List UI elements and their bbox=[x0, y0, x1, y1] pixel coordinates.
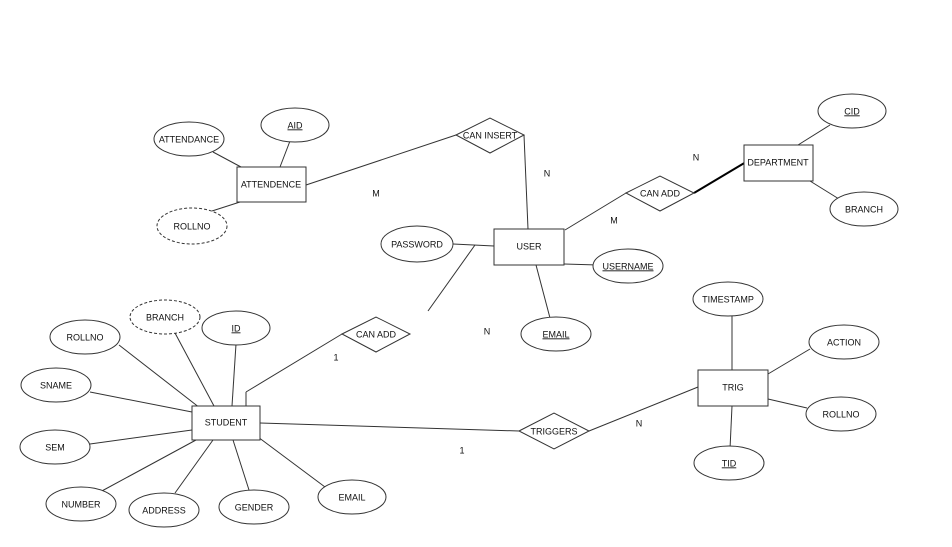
attribute-student-branch-label: BRANCH bbox=[146, 312, 184, 322]
attribute-username: USERNAME bbox=[592, 248, 664, 284]
line-student-number bbox=[99, 439, 197, 493]
entity-trig-label: TRIG bbox=[722, 382, 744, 392]
attribute-address-label: ADDRESS bbox=[142, 505, 186, 515]
entity-user: USER bbox=[493, 228, 565, 266]
attribute-sem-label: SEM bbox=[45, 442, 65, 452]
relationship-triggers: TRIGGERS bbox=[517, 412, 591, 450]
attribute-username-label: USERNAME bbox=[602, 261, 653, 271]
attribute-address: ADDRESS bbox=[128, 492, 200, 528]
attribute-aid: AID bbox=[260, 107, 330, 143]
cardinality-student-student-side: 1 bbox=[333, 352, 338, 362]
attribute-action-label: ACTION bbox=[827, 337, 861, 347]
line-student-address bbox=[174, 439, 214, 494]
attribute-password-label: PASSWORD bbox=[391, 239, 443, 249]
entity-department-label: DEPARTMENT bbox=[747, 157, 809, 167]
line-student-sname bbox=[89, 391, 193, 413]
line-user-password bbox=[452, 243, 495, 247]
attribute-attendance: ATTENDANCE bbox=[153, 121, 225, 157]
cardinality-insert-user-side: N bbox=[544, 168, 551, 178]
line-attendence-aid bbox=[279, 140, 291, 168]
line-can-insert-user bbox=[523, 134, 529, 230]
attribute-student-id: ID bbox=[201, 310, 271, 346]
line-attendence-rollno bbox=[211, 201, 241, 212]
line-department-cid bbox=[797, 124, 831, 146]
attribute-number: NUMBER bbox=[45, 486, 117, 522]
entity-department: DEPARTMENT bbox=[743, 144, 814, 182]
attribute-student-rollno-label: ROLLNO bbox=[66, 332, 103, 342]
attribute-tid-label: TID bbox=[722, 458, 737, 468]
entity-attendence-label: ATTENDENCE bbox=[241, 179, 301, 189]
line-student-branch bbox=[174, 332, 215, 407]
attribute-gender: GENDER bbox=[218, 489, 290, 525]
line-can-add-student-student bbox=[245, 333, 343, 393]
attribute-cid-label: CID bbox=[844, 106, 860, 116]
entity-user-label: USER bbox=[516, 241, 542, 251]
attribute-department-branch: BRANCH bbox=[829, 191, 899, 227]
line-student-rollno bbox=[118, 344, 201, 409]
attribute-trig-rollno: ROLLNO bbox=[805, 396, 877, 432]
relationship-can-insert-label: CAN INSERT bbox=[463, 130, 518, 140]
line-can-add-department bbox=[693, 161, 747, 194]
entity-attendence: ATTENDENCE bbox=[236, 166, 307, 203]
line-attendence-attendance bbox=[212, 151, 242, 168]
cardinality-insert-att-side: M bbox=[372, 188, 380, 198]
entity-student-label: STUDENT bbox=[205, 417, 248, 427]
attribute-trig-rollno-label: ROLLNO bbox=[822, 409, 859, 419]
cardinality-triggers-trig-side: N bbox=[636, 418, 643, 428]
line-student-gender bbox=[232, 439, 250, 491]
attribute-timestamp-label: TIMESTAMP bbox=[702, 294, 754, 304]
line-student-sem bbox=[89, 429, 193, 445]
attribute-student-rollno: ROLLNO bbox=[49, 319, 121, 355]
attribute-action: ACTION bbox=[808, 324, 880, 360]
cardinality-dept-user-side: M bbox=[610, 215, 618, 225]
attribute-sname: SNAME bbox=[20, 367, 92, 403]
line-department-branch bbox=[809, 180, 840, 200]
attribute-student-email-label: EMAIL bbox=[338, 492, 365, 502]
attribute-attendance-label: ATTENDANCE bbox=[159, 134, 219, 144]
line-user-can-add bbox=[564, 192, 627, 231]
relationship-can-add-department-label: CAN ADD bbox=[640, 188, 681, 198]
attribute-gender-label: GENDER bbox=[235, 502, 274, 512]
relationship-can-add-student: CAN ADD bbox=[340, 316, 412, 353]
attribute-aid-label: AID bbox=[287, 120, 303, 130]
attribute-student-id-label: ID bbox=[232, 323, 242, 333]
attribute-student-email: EMAIL bbox=[317, 479, 387, 515]
attribute-attendence-rollno-label: ROLLNO bbox=[173, 221, 210, 231]
attribute-sem: SEM bbox=[19, 429, 91, 465]
attribute-sname-label: SNAME bbox=[40, 380, 72, 390]
cardinality-labels: M N N M N 1 1 N bbox=[333, 152, 699, 455]
attribute-number-label: NUMBER bbox=[61, 499, 101, 509]
line-student-id bbox=[231, 343, 237, 407]
line-user-email bbox=[535, 264, 551, 319]
line-user-can-add-student bbox=[427, 244, 476, 312]
cardinality-student-user-side: N bbox=[484, 326, 491, 336]
attribute-attendence-rollno: ROLLNO bbox=[156, 207, 228, 245]
relationship-can-insert: CAN INSERT bbox=[454, 117, 526, 154]
line-user-username bbox=[563, 263, 599, 266]
relationship-can-add-student-label: CAN ADD bbox=[356, 329, 397, 339]
cardinality-triggers-student-side: 1 bbox=[459, 445, 464, 455]
line-trig-rollno bbox=[767, 398, 808, 409]
line-trig-action bbox=[767, 348, 811, 375]
relationship-can-add-department: CAN ADD bbox=[624, 175, 696, 212]
attribute-password: PASSWORD bbox=[380, 225, 454, 263]
attribute-tid: TID bbox=[693, 445, 765, 481]
entity-student: STUDENT bbox=[191, 405, 261, 441]
line-student-email bbox=[257, 436, 326, 488]
line-attendence-can-insert bbox=[305, 134, 457, 186]
cardinality-dept-dept-side: N bbox=[693, 152, 700, 162]
attribute-user-email: EMAIL bbox=[520, 316, 592, 352]
relationship-triggers-label: TRIGGERS bbox=[530, 426, 577, 436]
line-student-triggers bbox=[259, 422, 520, 432]
entity-trig: TRIG bbox=[697, 369, 769, 407]
line-triggers-trig bbox=[588, 386, 699, 432]
attribute-user-email-label: EMAIL bbox=[542, 329, 569, 339]
attribute-timestamp: TIMESTAMP bbox=[692, 281, 764, 317]
connector-lines bbox=[89, 124, 840, 494]
line-trig-tid bbox=[729, 405, 733, 450]
attribute-department-branch-label: BRANCH bbox=[845, 204, 883, 214]
attribute-cid: CID bbox=[817, 93, 887, 129]
attribute-student-branch: BRANCH bbox=[129, 299, 201, 335]
